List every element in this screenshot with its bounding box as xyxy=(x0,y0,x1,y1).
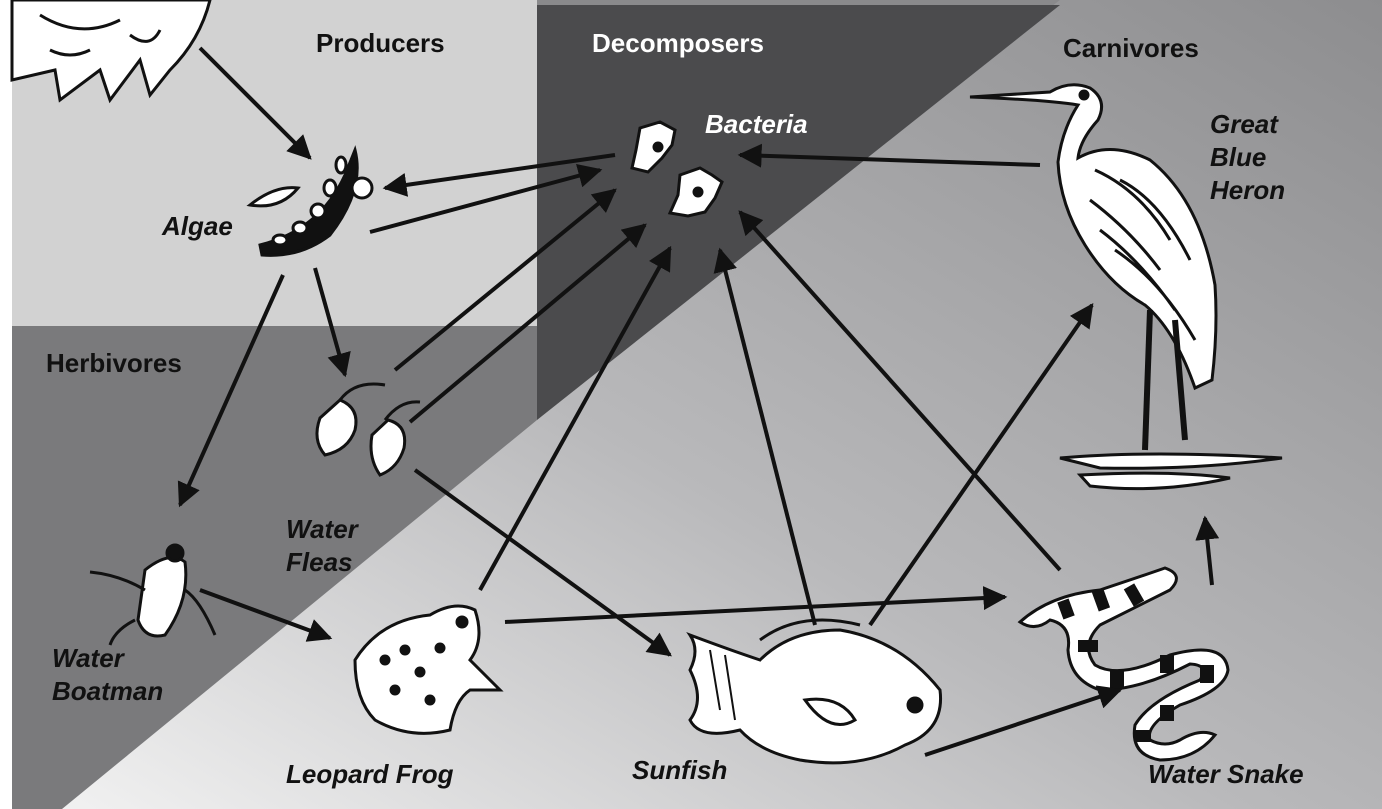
water-fleas-label-line-2: Fleas xyxy=(286,546,358,579)
water-snake-label: Water Snake xyxy=(1148,758,1304,791)
water-fleas-label: Water Fleas xyxy=(286,513,358,579)
algae-label: Algae xyxy=(162,210,233,243)
carnivores-heading: Carnivores xyxy=(1063,33,1199,64)
heron-label-line-3: Heron xyxy=(1210,174,1285,207)
bacteria-label: Bacteria xyxy=(705,108,808,141)
decomposers-heading: Decomposers xyxy=(592,28,764,59)
water-fleas-label-line-1: Water xyxy=(286,513,358,546)
page-left-edge xyxy=(0,0,12,809)
producers-heading: Producers xyxy=(316,28,445,59)
sunfish-label: Sunfish xyxy=(632,754,727,787)
water-boatman-label-line-1: Water xyxy=(52,642,163,675)
heron-label-line-1: Great xyxy=(1210,108,1285,141)
water-boatman-label-line-2: Boatman xyxy=(52,675,163,708)
heron-label: Great Blue Heron xyxy=(1210,108,1285,207)
herbivores-heading: Herbivores xyxy=(46,348,182,379)
leopard-frog-label: Leopard Frog xyxy=(286,758,454,791)
water-boatman-label: Water Boatman xyxy=(52,642,163,708)
heron-label-line-2: Blue xyxy=(1210,141,1285,174)
